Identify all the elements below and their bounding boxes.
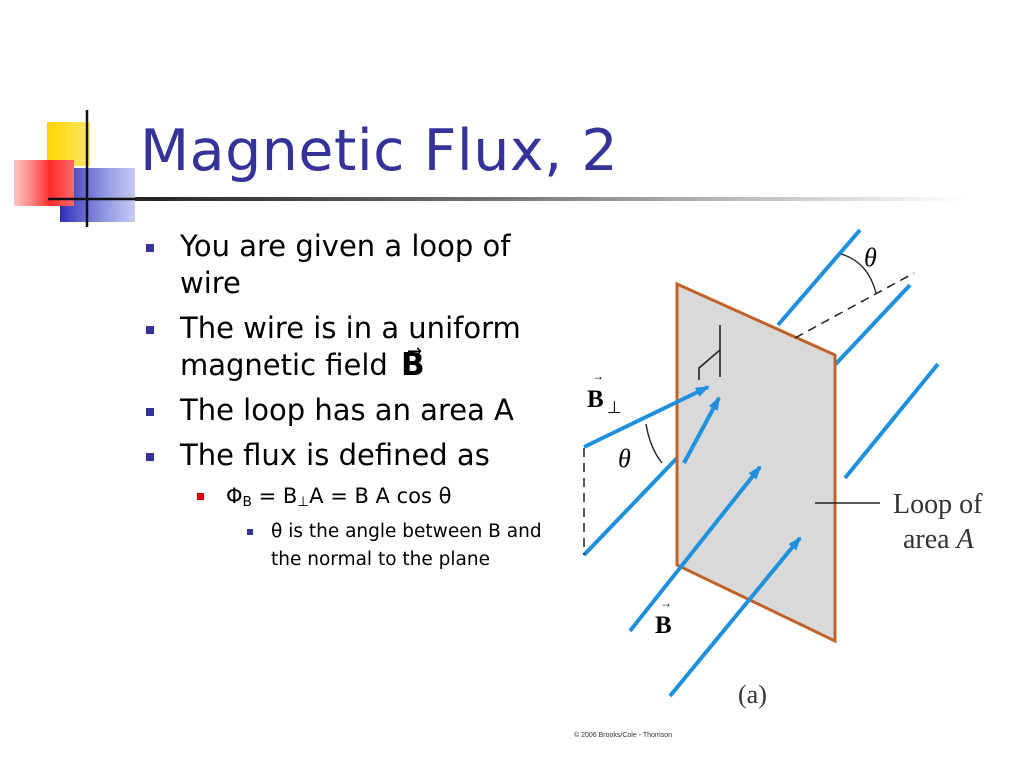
field-line: [582, 456, 679, 557]
panel-label: (a): [738, 680, 767, 709]
theta-label: θ: [864, 243, 877, 272]
b-label: B: [655, 612, 672, 639]
phi-subscript: B: [242, 494, 252, 510]
field-line: [830, 283, 912, 370]
field-line: [776, 228, 862, 327]
perp-symbol: ⊥: [607, 398, 622, 418]
field-arrow: [668, 536, 802, 698]
normal-marker: [698, 349, 721, 380]
theta-arc: [840, 253, 877, 294]
loop-label-prefix: area: [903, 524, 957, 555]
sub-bullet-marker: [197, 493, 204, 500]
bullet-text: You are given a loop of wire: [180, 229, 511, 300]
flux-diagram: → B ⊥ → B θ θ Loop of area A (a): [582, 228, 983, 709]
theta-arc: [645, 423, 663, 464]
vector-arrow-icon: →: [407, 341, 423, 362]
slide-title: Magnetic Flux, 2: [140, 118, 619, 184]
title-divider: [135, 197, 965, 201]
bullet-text: The flux is defined as: [180, 438, 490, 472]
vector-arrow-icon: →: [592, 369, 604, 383]
bullet-list: You are given a loop of wire The wire is…: [140, 228, 570, 574]
field-arrow: [682, 396, 721, 464]
decorative-corner-graphic: [14, 110, 150, 227]
field-arrow: [628, 465, 762, 633]
b-perp-label: B: [587, 386, 604, 413]
bullet-item: You are given a loop of wire: [140, 228, 570, 302]
theta-label: θ: [618, 444, 631, 473]
angle-note-text: θ is the angle between B and the normal …: [271, 521, 542, 570]
flux-equation: ΦB = B⊥A = B A cos θ: [140, 482, 570, 516]
bullet-item: The loop has an area A: [140, 392, 570, 429]
vector-arrow-icon: →: [660, 596, 672, 610]
bullet-item: The flux is defined as: [140, 437, 570, 474]
loop-label-line2: area A: [903, 524, 975, 555]
sub-sub-bullet-marker: [247, 529, 253, 535]
loop-label-line1: Loop of: [893, 489, 983, 520]
b-perp-arrow: [583, 385, 710, 449]
loop-label-var: A: [955, 524, 975, 555]
normal-dashed-line: [794, 272, 915, 339]
angle-note: θ is the angle between B and the normal …: [140, 518, 571, 574]
equation-part: A = B A cos θ: [309, 484, 452, 508]
wire-loop: [675, 281, 837, 644]
bullet-marker: [146, 326, 154, 334]
bullet-item: The wire is in a uniform magnetic field …: [140, 310, 570, 384]
bullet-marker: [146, 244, 154, 252]
perp-subscript: ⊥: [297, 494, 310, 510]
vector-b-letter: B: [401, 347, 425, 383]
bullet-text: The loop has an area A: [180, 393, 514, 427]
phi-symbol: Φ: [226, 484, 243, 508]
field-line: [843, 362, 940, 480]
vector-b-symbol: →B: [401, 341, 425, 384]
bullet-marker: [146, 408, 154, 416]
bullet-text: The wire is in a uniform magnetic field: [180, 311, 521, 382]
equation-part: = B: [258, 484, 298, 508]
copyright-credit: © 2006 Brooks/Cole - Thomson: [574, 732, 673, 739]
bullet-marker: [146, 453, 154, 461]
